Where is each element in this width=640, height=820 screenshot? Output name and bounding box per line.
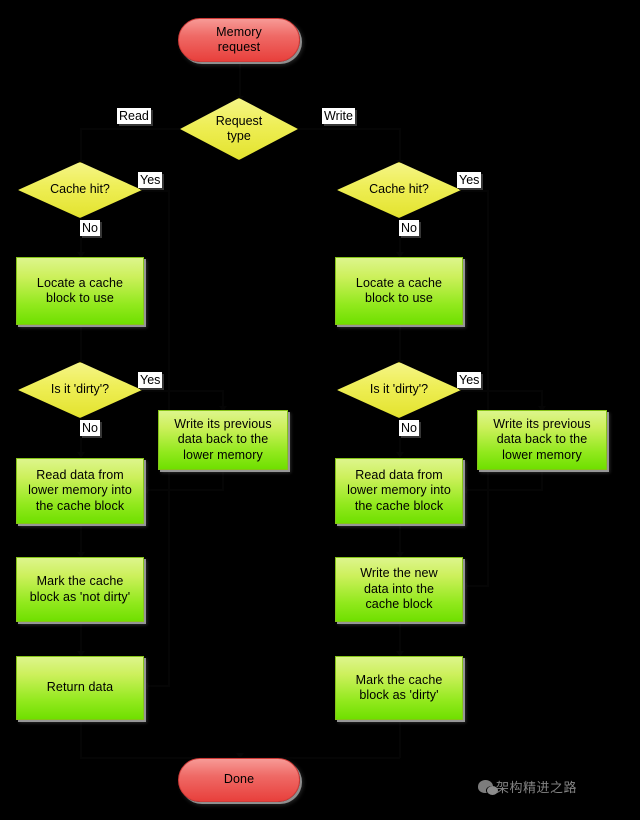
edge-label-write-dirty-yes: Yes (457, 372, 482, 388)
arrowhead-write-newdata (396, 552, 404, 558)
edge-markdirty-done-h (239, 757, 400, 759)
arrowhead-read-marknotdirty (77, 552, 85, 558)
edge-request-to-read (80, 128, 183, 130)
edge-write-hit-no (399, 216, 401, 257)
node-write-locate-block[interactable]: Locate a cache block to use (335, 257, 463, 325)
edge-read-writeback-down (222, 470, 224, 491)
node-write-write-back[interactable]: Write its previous data back to the lowe… (477, 410, 607, 470)
wechat-logo-icon (478, 780, 498, 795)
edge-read-locate-down (80, 325, 82, 364)
node-write-mark-dirty[interactable]: Mark the cache block as 'dirty' (335, 656, 463, 720)
edge-label-read: Read (117, 108, 151, 124)
node-read-write-back[interactable]: Write its previous data back to the lowe… (158, 410, 288, 470)
edge-label-read-hit-yes: Yes (138, 172, 163, 188)
node-write-cache-hit[interactable]: Cache hit? (337, 162, 461, 218)
arrowhead-write-readdata-side (461, 486, 467, 494)
edge-write-writeback-down (541, 470, 543, 491)
arrowhead-done (236, 753, 244, 759)
node-read-cache-hit[interactable]: Cache hit? (18, 162, 142, 218)
edge-read-marknotdirty-down (80, 622, 82, 655)
edge-read-dirty-no (80, 416, 82, 457)
node-read-locate-block[interactable]: Locate a cache block to use (16, 257, 144, 325)
watermark: 架构精进之路 (478, 777, 577, 796)
arrowhead-write-readdata (396, 452, 404, 458)
edge-label-write-dirty-no: No (399, 420, 419, 436)
node-read-return-data[interactable]: Return data (16, 656, 144, 720)
edge-label-write-hit-no: No (399, 220, 419, 236)
edge-returndata-to-done (80, 720, 82, 758)
edge-label-read-hit-no: No (80, 220, 100, 236)
node-memory-request[interactable]: Memory request (178, 18, 300, 62)
edge-write-locate-down (399, 325, 401, 364)
arrowhead-write-markdirty (396, 651, 404, 657)
edge-write-readdata-down (399, 524, 401, 556)
node-read-mark-not-dirty[interactable]: Mark the cache block as 'not dirty' (16, 557, 144, 622)
watermark-text: 架构精进之路 (496, 780, 578, 795)
edge-read-readdata-down (80, 524, 82, 556)
edge-write-dirty-yes-down (541, 390, 543, 410)
edge-read-writeback-to-readdata (146, 489, 224, 491)
node-write-read-data[interactable]: Read data from lower memory into the cac… (335, 458, 463, 524)
arrowhead-write-newdata-side (461, 582, 467, 590)
edge-write-dirty-yes (443, 390, 543, 392)
arrowhead-read-writeback (219, 406, 227, 412)
edge-label-read-dirty-no: No (80, 420, 100, 436)
node-read-read-data[interactable]: Read data from lower memory into the cac… (16, 458, 144, 524)
arrowhead-read-returndata-side (142, 682, 148, 690)
node-request-type[interactable]: Request type (180, 98, 298, 160)
arrowhead-write-locate (396, 252, 404, 258)
arrowhead-read-locate (77, 252, 85, 258)
edge-write-dirty-no (399, 416, 401, 457)
edge-returndata-done-h (80, 757, 240, 759)
edge-write-newdata-down (399, 622, 401, 655)
arrowhead-write-writeback (538, 406, 546, 412)
edge-label-write: Write (322, 108, 355, 124)
edge-label-write-hit-yes: Yes (457, 172, 482, 188)
edge-start-to-request (239, 62, 241, 100)
edge-read-hit-no (80, 216, 82, 257)
edge-markdirty-to-done (399, 720, 401, 758)
arrowhead-read-returndata (77, 651, 85, 657)
node-read-is-dirty[interactable]: Is it 'dirty'? (18, 362, 142, 418)
arrowhead-read-readdata (77, 452, 85, 458)
edge-request-to-write (296, 128, 400, 130)
edge-write-down (399, 128, 401, 164)
edge-read-down (80, 128, 82, 164)
edge-write-hit-yes (443, 190, 489, 192)
edge-write-writeback-to-readdata (465, 489, 543, 491)
arrowhead-read-readdata-side (142, 486, 148, 494)
edge-read-hit-yes-to-return (146, 685, 170, 687)
edge-label-read-dirty-yes: Yes (138, 372, 163, 388)
edge-write-hit-yes-to-newdata (465, 585, 489, 587)
node-write-new-data[interactable]: Write the new data into the cache block (335, 557, 463, 622)
edge-write-hit-yes-down (487, 190, 489, 586)
edge-read-hit-yes (124, 190, 170, 192)
node-write-is-dirty[interactable]: Is it 'dirty'? (337, 362, 461, 418)
node-done[interactable]: Done (178, 758, 300, 802)
edge-read-dirty-yes (124, 390, 224, 392)
edge-read-dirty-yes-down (222, 390, 224, 410)
